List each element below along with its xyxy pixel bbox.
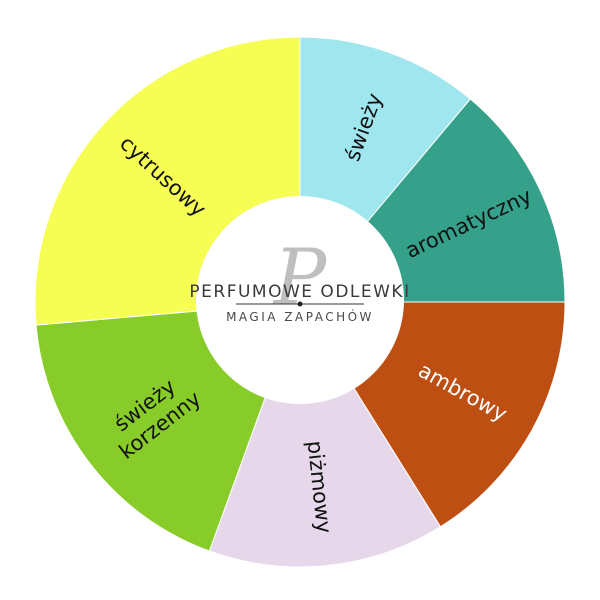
logo-main-text: PERFUMOWE ODLEWKI bbox=[189, 282, 410, 302]
logo-sub-text: MAGIA ZAPACHÓW bbox=[226, 309, 374, 324]
logo-letter: P bbox=[272, 233, 328, 323]
slice-3 bbox=[208, 300, 442, 568]
center-hole bbox=[196, 196, 404, 404]
brand-logo: P PERFUMOWE ODLEWKI MAGIA ZAPACHÓW bbox=[189, 233, 410, 324]
logo-divider-dot bbox=[297, 301, 303, 307]
